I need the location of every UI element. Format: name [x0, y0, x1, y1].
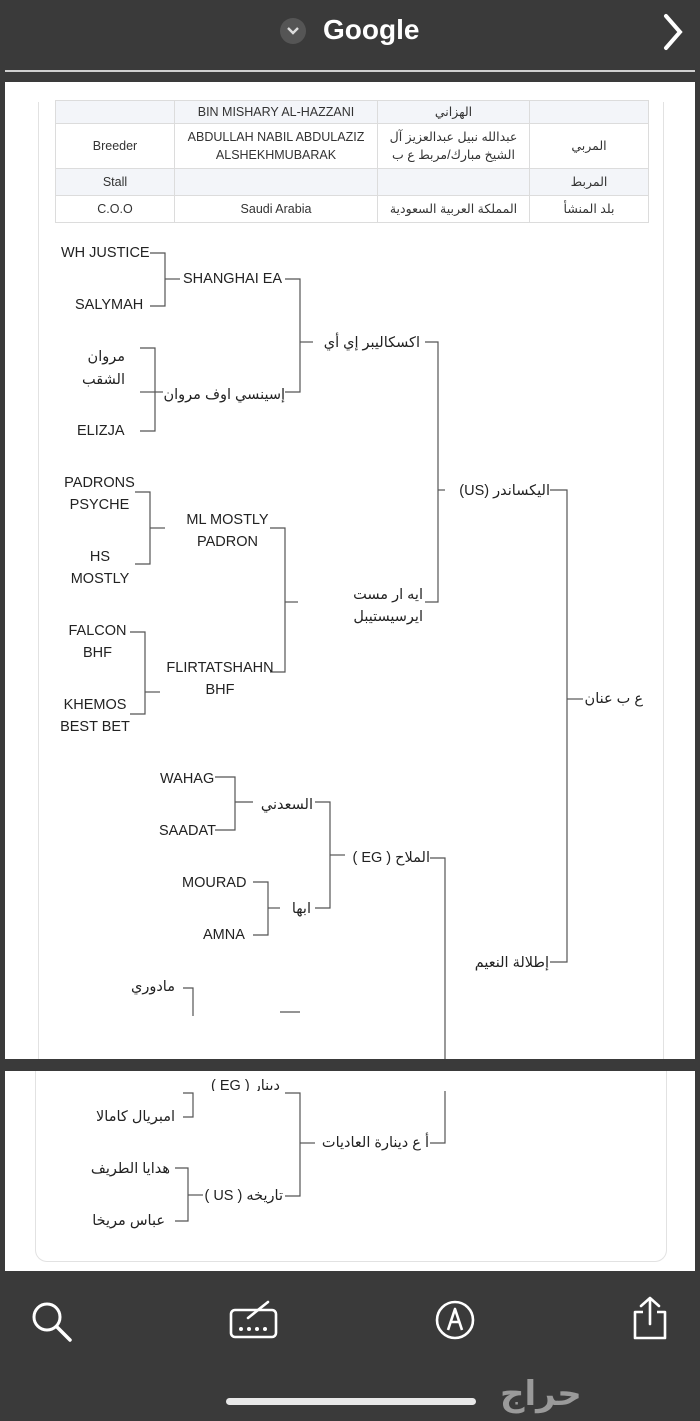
pedigree-lines-2 — [175, 1091, 446, 1222]
g4-wahag: WAHAG — [160, 771, 215, 787]
g3-shanghai: SHANGHAI EA — [183, 271, 283, 287]
g4-madouri: مادوري — [131, 979, 175, 995]
g2-dam-sire: الملاح ( EG ) — [352, 850, 430, 866]
g3-flirtatshahn: FLIRTATSHAHN BHF — [166, 660, 274, 698]
forward-chevron-icon[interactable] — [660, 12, 686, 52]
haraj-watermark: حراج — [500, 1375, 582, 1413]
document-page-2: دينار ( EG ) امبريال كامالا أ ع دينارة ا… — [5, 1071, 695, 1271]
g4-hs-mostly: HS MOSTLY — [70, 549, 130, 587]
divider — [5, 70, 695, 72]
g4-falcon-bhf: FALCON BHF — [68, 623, 127, 661]
g4-abbas: عباس مريخا — [92, 1213, 165, 1229]
g1-dam: إطلالة النعيم — [474, 955, 549, 971]
g2-sire-sire: اكسكاليبر إي أي — [323, 335, 420, 351]
table-cell: Breeder — [55, 123, 175, 169]
table-cell — [55, 100, 175, 124]
table-cell: المملكة العربية السعودية — [377, 195, 530, 223]
home-indicator[interactable] — [226, 1398, 476, 1405]
browser-title: Google — [323, 14, 420, 45]
info-table: BIN MISHARY AL-HAZZANI الهزاني Breeder A… — [55, 100, 649, 223]
table-row: C.O.O Saudi Arabia المملكة العربية السعو… — [55, 195, 649, 223]
search-icon[interactable] — [30, 1300, 74, 1344]
g3-dinar: دينار ( EG ) — [211, 1079, 280, 1091]
browser-top-bar: Google — [0, 0, 700, 80]
pedigree-lines — [130, 252, 583, 1059]
table-row: BIN MISHARY AL-HAZZANI الهزاني — [55, 100, 649, 124]
table-cell: المربط — [529, 168, 649, 196]
markup-icon[interactable] — [433, 1298, 477, 1342]
page-inner — [35, 1071, 667, 1262]
g4-elizja: ELIZJA — [77, 423, 125, 439]
g3-ml-mostly: ML MOSTLY PADRON — [186, 512, 269, 550]
table-cell: C.O.O — [55, 195, 175, 223]
share-icon[interactable] — [630, 1294, 670, 1342]
table-cell — [529, 100, 649, 124]
g3-essence: إسينسي اوف مروان — [163, 387, 285, 403]
g3-abha: ابها — [291, 901, 311, 917]
chevron-down-icon — [287, 27, 299, 35]
table-cell — [174, 168, 378, 196]
g4-marwan: مروان الشقب — [82, 349, 125, 388]
table-cell: Stall — [55, 168, 175, 196]
g3-tarikha: تاريخه ( US ) — [204, 1188, 283, 1204]
g1-sire: اليكساندر (US) — [459, 483, 550, 499]
g4-amna: AMNA — [203, 927, 245, 943]
table-cell — [377, 168, 530, 196]
g4-wh-justice: WH JUSTICE — [61, 245, 150, 261]
g2-sire-dam: ايه ار مست ايرسيستيبل — [353, 587, 423, 625]
table-cell: المربي — [529, 123, 649, 169]
g3-saadi: السعدني — [260, 797, 313, 813]
table-cell: Saudi Arabia — [174, 195, 378, 223]
table-cell: BIN MISHARY AL-HAZZANI — [174, 100, 378, 124]
document-page: BIN MISHARY AL-HAZZANI الهزاني Breeder A… — [5, 82, 695, 1059]
table-cell: بلد المنشأ — [529, 195, 649, 223]
horse-name: ع ب عنان — [584, 691, 643, 707]
g4-mourad: MOURAD — [182, 875, 247, 891]
g4-padrons-psyche: PADRONS PSYCHE — [64, 475, 135, 513]
g4-salymah: SALYMAH — [75, 297, 144, 313]
g4-khemos: KHEMOS BEST BET — [60, 697, 130, 735]
chevron-down-button[interactable] — [280, 18, 306, 44]
table-cell: الهزاني — [377, 100, 530, 124]
page-inner — [38, 102, 664, 1059]
table-cell: عبدالله نبيل عبدالعزيز آل الشيخ مبارك/مر… — [377, 123, 530, 169]
bottom-toolbar: حراج — [0, 1272, 700, 1421]
table-row: Stall المربط — [55, 168, 649, 196]
g4-hadaya: هدايا الطريف — [90, 1161, 170, 1177]
g4-saadat: SAADAT — [159, 823, 216, 839]
g2-dam-dam: أ ع دينارة العاديات — [321, 1135, 429, 1151]
keyboard-icon[interactable] — [228, 1298, 280, 1342]
g4-imperial-kamala: امبريال كامالا — [96, 1109, 175, 1125]
